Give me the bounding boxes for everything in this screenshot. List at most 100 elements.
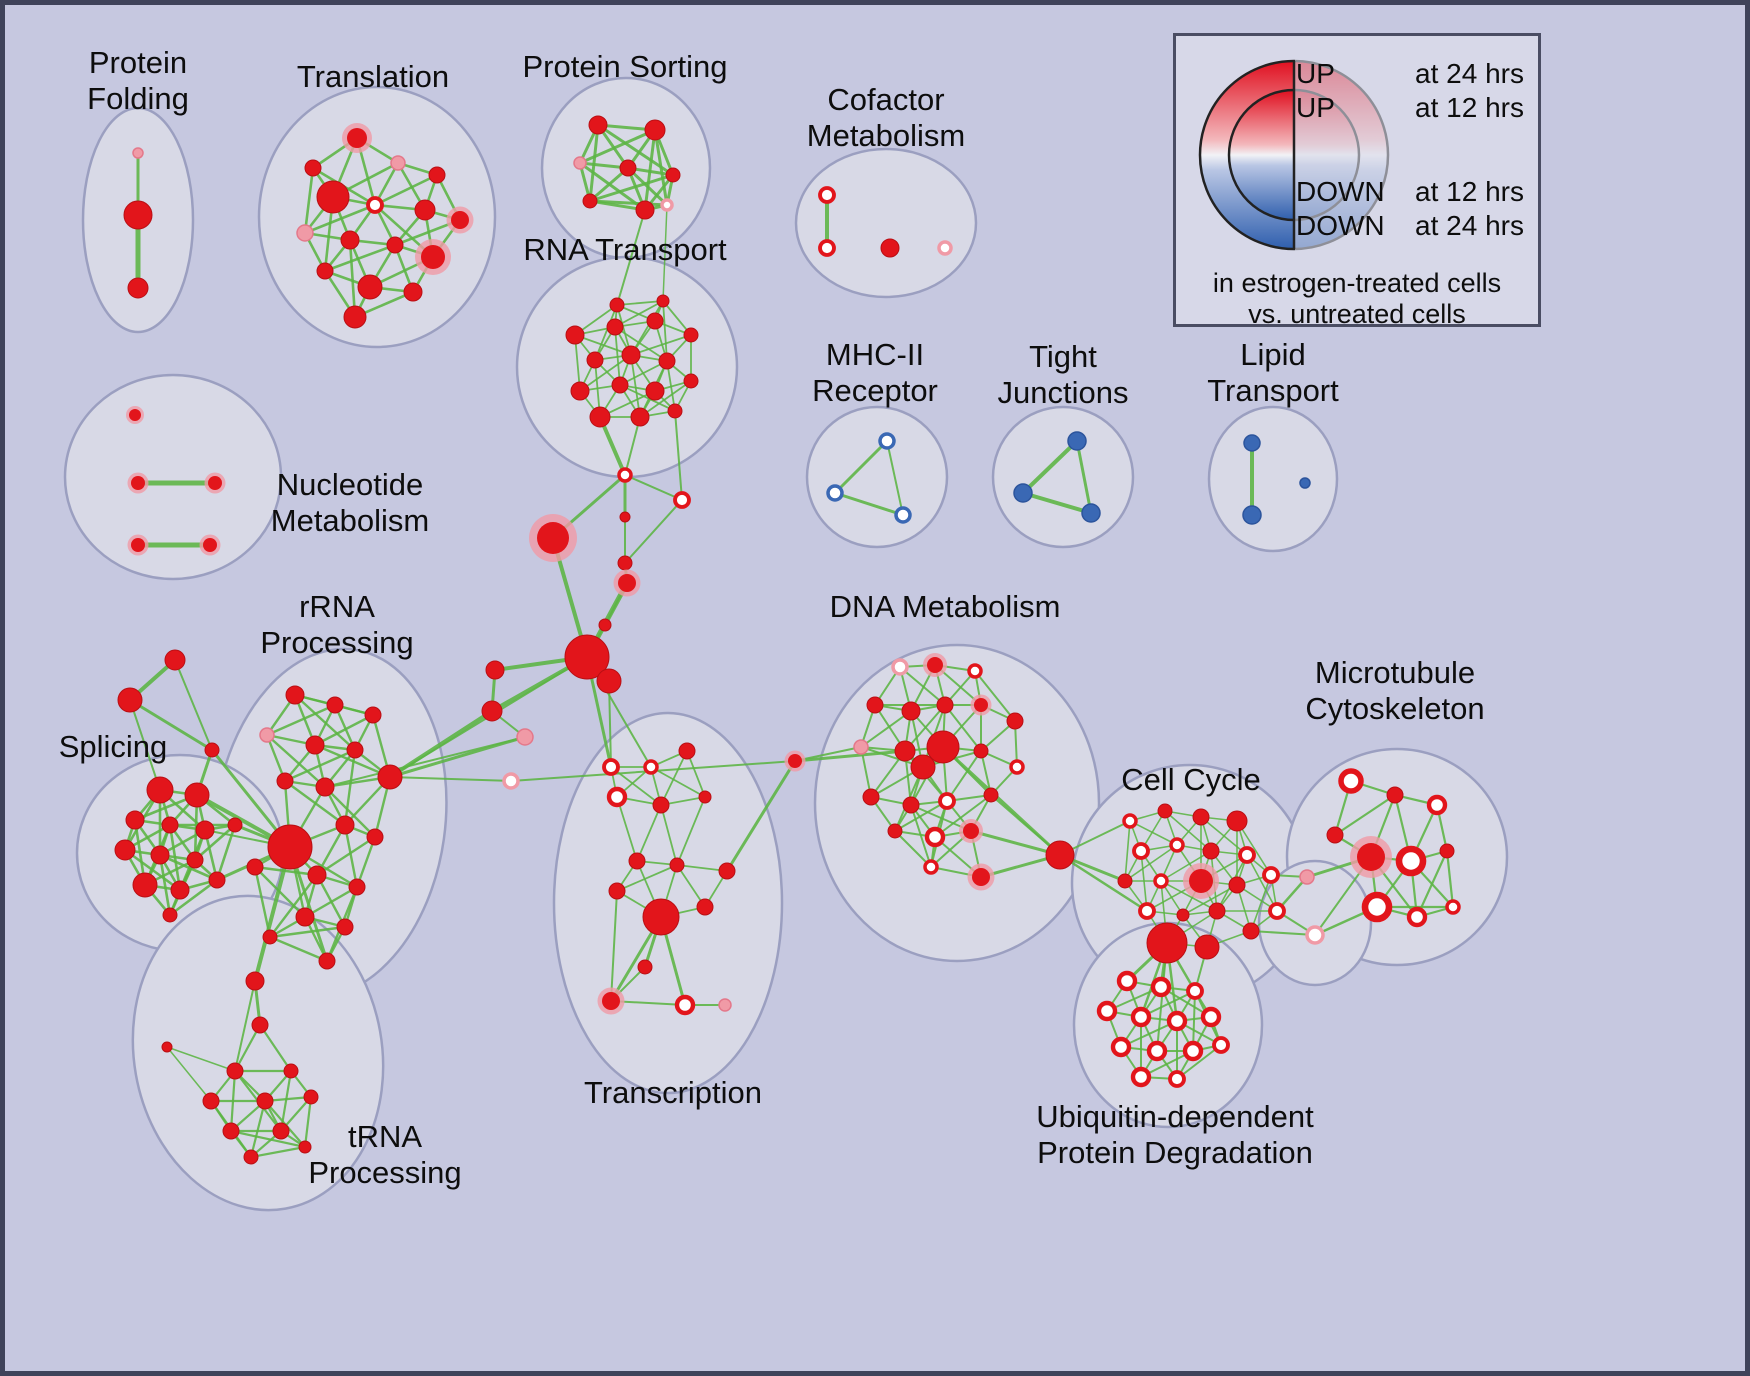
gene-node bbox=[718, 862, 736, 880]
edge bbox=[614, 300, 664, 328]
edge bbox=[1445, 849, 1455, 909]
edge bbox=[303, 166, 315, 235]
gene-node bbox=[788, 754, 802, 768]
legend-down24-dir: DOWN bbox=[1296, 210, 1385, 241]
edge bbox=[674, 410, 683, 501]
cluster-label-translation: Translation bbox=[297, 59, 449, 94]
gene-node bbox=[347, 128, 367, 148]
edge bbox=[910, 804, 932, 868]
cluster-trna-processing bbox=[131, 894, 385, 1212]
legend-row-down24: DOWN at 24 hrs bbox=[1296, 210, 1524, 242]
gene-node bbox=[1166, 1010, 1188, 1032]
edge bbox=[1160, 880, 1218, 912]
gene-node bbox=[645, 381, 665, 401]
gene-node bbox=[606, 318, 624, 336]
gene-node bbox=[364, 706, 382, 724]
cluster-tight-junctions bbox=[991, 405, 1135, 549]
gene-node bbox=[564, 634, 610, 680]
edge bbox=[610, 890, 618, 1002]
gene-node bbox=[598, 618, 612, 632]
edge bbox=[1021, 439, 1079, 495]
gene-node bbox=[660, 198, 674, 212]
gene-node bbox=[326, 696, 344, 714]
gene-node bbox=[1157, 803, 1173, 819]
edge bbox=[193, 823, 237, 862]
gene-node bbox=[227, 817, 243, 833]
edge bbox=[833, 491, 905, 517]
edge bbox=[1129, 820, 1178, 846]
gene-node bbox=[131, 476, 145, 490]
gene-node bbox=[678, 742, 696, 760]
gene-node bbox=[117, 687, 143, 713]
gene-node bbox=[1202, 842, 1220, 860]
gene-node bbox=[1243, 434, 1261, 452]
gene-node bbox=[937, 240, 953, 256]
edge bbox=[624, 416, 641, 476]
gene-node bbox=[295, 907, 315, 927]
edge bbox=[268, 935, 329, 963]
edge bbox=[249, 1099, 267, 1159]
gene-node bbox=[1268, 902, 1286, 920]
edge bbox=[303, 203, 377, 235]
gene-node bbox=[1386, 786, 1404, 804]
gene-node bbox=[127, 277, 149, 299]
edge bbox=[794, 746, 862, 762]
gene-node bbox=[621, 345, 641, 365]
gene-node bbox=[967, 663, 983, 679]
edge bbox=[1176, 1044, 1222, 1080]
gene-node bbox=[340, 230, 360, 250]
gene-node bbox=[1226, 810, 1248, 832]
edge bbox=[1120, 1020, 1178, 1048]
gene-node bbox=[348, 878, 366, 896]
edge bbox=[1160, 850, 1212, 882]
gene-node bbox=[203, 538, 217, 552]
gene-node bbox=[1326, 826, 1344, 844]
edge bbox=[315, 835, 377, 877]
gene-node bbox=[161, 1041, 173, 1053]
gene-node bbox=[1122, 813, 1138, 829]
gene-node bbox=[617, 555, 633, 571]
edge bbox=[129, 699, 161, 791]
edge bbox=[343, 823, 359, 889]
gene-node bbox=[902, 796, 920, 814]
edge bbox=[899, 666, 946, 706]
edge bbox=[588, 199, 669, 207]
edge bbox=[315, 823, 347, 877]
edge bbox=[268, 925, 347, 939]
gene-node bbox=[304, 159, 322, 177]
edge bbox=[389, 776, 512, 782]
gene-node bbox=[1153, 873, 1169, 889]
gene-node bbox=[428, 166, 446, 184]
gene-node bbox=[1006, 712, 1024, 730]
edge bbox=[1182, 884, 1238, 916]
gene-node bbox=[894, 506, 912, 524]
legend-down12-dir: DOWN bbox=[1296, 176, 1385, 207]
gene-node bbox=[1081, 503, 1101, 523]
edge bbox=[348, 238, 357, 319]
gene-node bbox=[619, 511, 631, 523]
edge bbox=[158, 853, 172, 917]
gene-node bbox=[573, 156, 587, 170]
edge bbox=[229, 1129, 307, 1149]
gene-node bbox=[146, 776, 174, 804]
gene-node bbox=[150, 845, 170, 865]
edge bbox=[894, 830, 932, 868]
gene-node bbox=[669, 857, 685, 873]
gene-node bbox=[683, 327, 699, 343]
edge bbox=[303, 885, 359, 919]
edge bbox=[598, 415, 627, 477]
edge bbox=[946, 750, 982, 802]
edge bbox=[619, 360, 668, 386]
edge bbox=[662, 300, 668, 362]
gene-node bbox=[1132, 842, 1150, 860]
gene-node bbox=[609, 297, 625, 313]
edge bbox=[283, 748, 357, 783]
cluster-label-transcription: Transcription bbox=[584, 1075, 762, 1110]
gene-node bbox=[630, 407, 650, 427]
gene-node bbox=[1194, 934, 1220, 960]
gene-node bbox=[1238, 846, 1256, 864]
edge bbox=[990, 794, 1061, 856]
